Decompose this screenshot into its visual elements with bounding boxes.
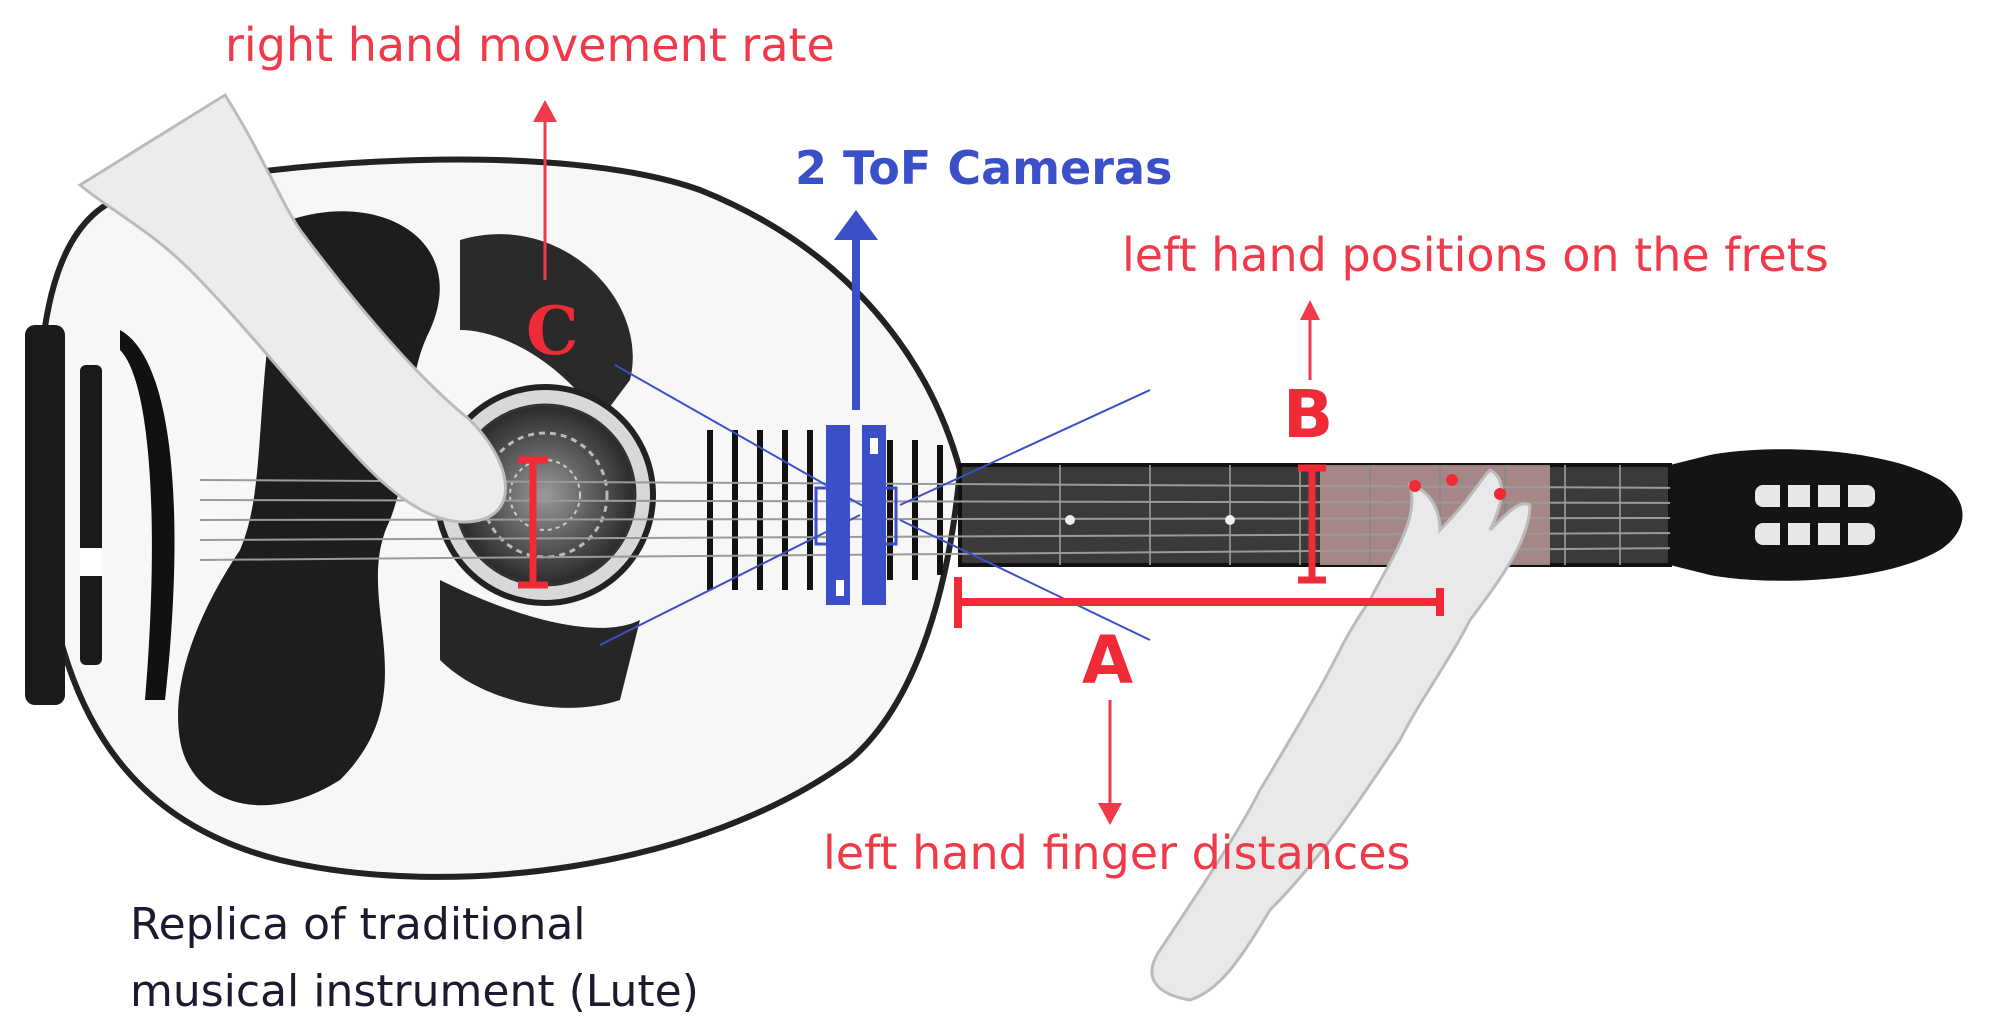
marker-c: C xyxy=(526,292,579,370)
marker-b: B xyxy=(1283,376,1334,453)
label-left-hand-finger-distances: left hand finger distances xyxy=(823,826,1411,880)
right-hand xyxy=(77,92,507,524)
label-left-hand-positions-on-frets: left hand positions on the frets xyxy=(1122,228,1829,282)
measure-c xyxy=(518,456,548,589)
right-hand-arrow xyxy=(533,100,557,280)
lute-headstock xyxy=(1670,449,1963,581)
tof-cameras xyxy=(814,425,898,605)
measure-b xyxy=(1298,464,1326,584)
marker-a: A xyxy=(1082,622,1134,699)
cameras-arrow xyxy=(834,210,878,410)
measure-a xyxy=(954,577,1444,628)
caption-line-1: Replica of traditional xyxy=(130,899,586,950)
label-right-hand-movement-rate: right hand movement rate xyxy=(225,18,835,72)
label-tof-cameras: 2 ToF Cameras xyxy=(795,141,1173,195)
fingers-arrow xyxy=(1098,700,1122,825)
frets-arrow xyxy=(1300,300,1320,380)
caption-line-2: musical instrument (Lute) xyxy=(130,966,699,1017)
